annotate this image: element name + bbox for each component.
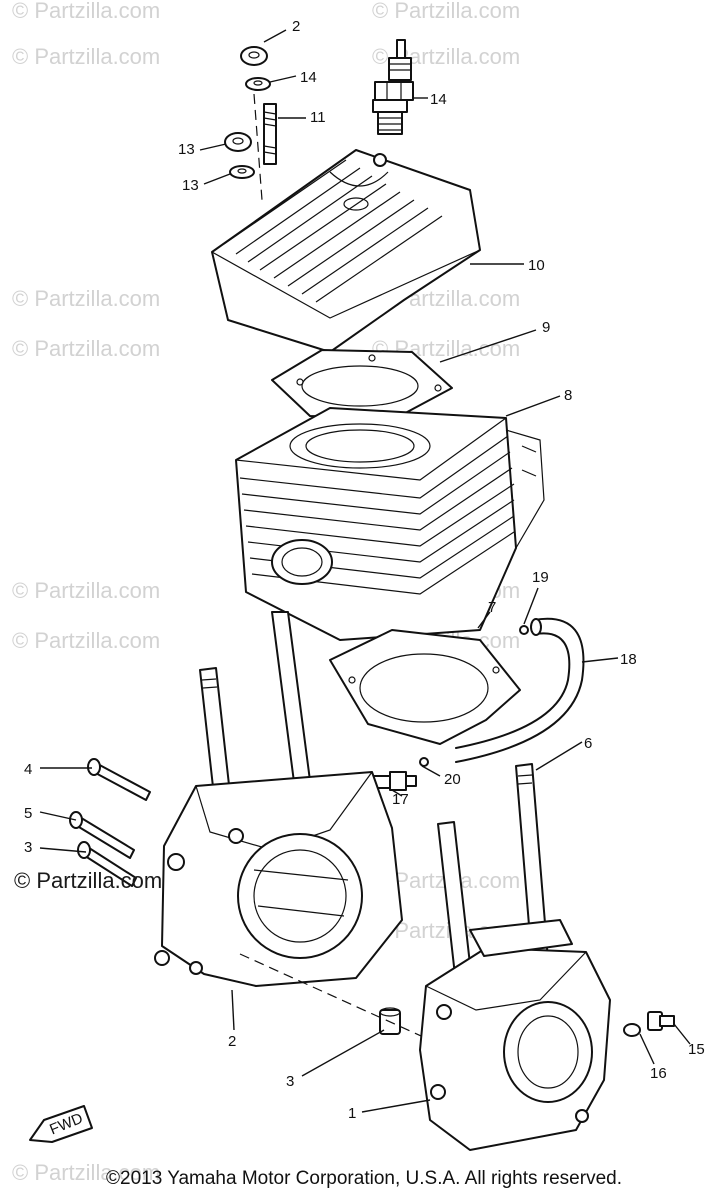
callout-15: 14 [430, 91, 447, 108]
watermark-text: © Partzilla.com [12, 286, 160, 311]
callout-17: 16 [650, 1065, 667, 1082]
callout-2: 2 [228, 1033, 236, 1050]
crankcase-left [154, 771, 403, 987]
watermark-text: © Partzilla.com [12, 44, 160, 69]
callout-19: 18 [620, 651, 637, 668]
callout-3: 3 [286, 1073, 294, 1090]
fitting [371, 771, 417, 791]
leader-lines [39, 29, 691, 1113]
callout-13: 13 [178, 141, 195, 158]
crankcase-right [419, 919, 611, 1151]
watermark-text: © Partzilla.com [12, 1160, 160, 1185]
callout-8: 7 [488, 599, 496, 616]
head-fasteners [224, 46, 277, 201]
watermark-prominent: © Partzilla.com [14, 868, 162, 893]
callout-6: 5 [24, 805, 32, 822]
callout-18: 17 [392, 791, 409, 808]
crankcase-bolts [69, 758, 151, 887]
callout-numbers: 2 14 11 13 13 14 10 9 8 7 19 18 20 17 6 … [24, 18, 705, 1122]
watermark-text: © Partzilla.com [12, 336, 160, 361]
callout-14: 14 [300, 69, 317, 86]
watermark-text: © Partzilla.com [12, 628, 160, 653]
callout-16: 15 [688, 1041, 705, 1058]
hose-assembly [419, 617, 585, 767]
copyright-notice: ©2013 Yamaha Motor Corporation, U.S.A. A… [106, 1168, 622, 1189]
watermark-text: © Partzilla.com [12, 578, 160, 603]
callout-14: 13 [182, 177, 199, 194]
callout-12: 11 [310, 109, 326, 126]
callout-4: 3 [24, 839, 32, 856]
callout-5: 4 [24, 761, 32, 778]
callout-20: 19 [532, 569, 549, 586]
callout-9: 8 [564, 387, 572, 404]
callout-20: 20 [444, 771, 461, 788]
callout-7: 6 [584, 735, 592, 752]
callout-10: 9 [542, 319, 550, 336]
callout-13: 2 [292, 18, 300, 35]
callout-11: 10 [528, 257, 545, 274]
watermark-text: © Partzilla.com [372, 0, 520, 23]
cylinder-head [211, 149, 481, 353]
spark-plug [372, 39, 414, 135]
cylinder [235, 407, 545, 641]
fwd-arrow: FWD [29, 1105, 93, 1143]
callout-1: 1 [348, 1105, 356, 1122]
dowel-pin [239, 953, 431, 1041]
cylinder-base-gasket [329, 629, 521, 745]
head-gasket [271, 349, 453, 419]
side-screw [623, 1011, 675, 1037]
watermark-text: © Partzilla.com [12, 0, 160, 23]
